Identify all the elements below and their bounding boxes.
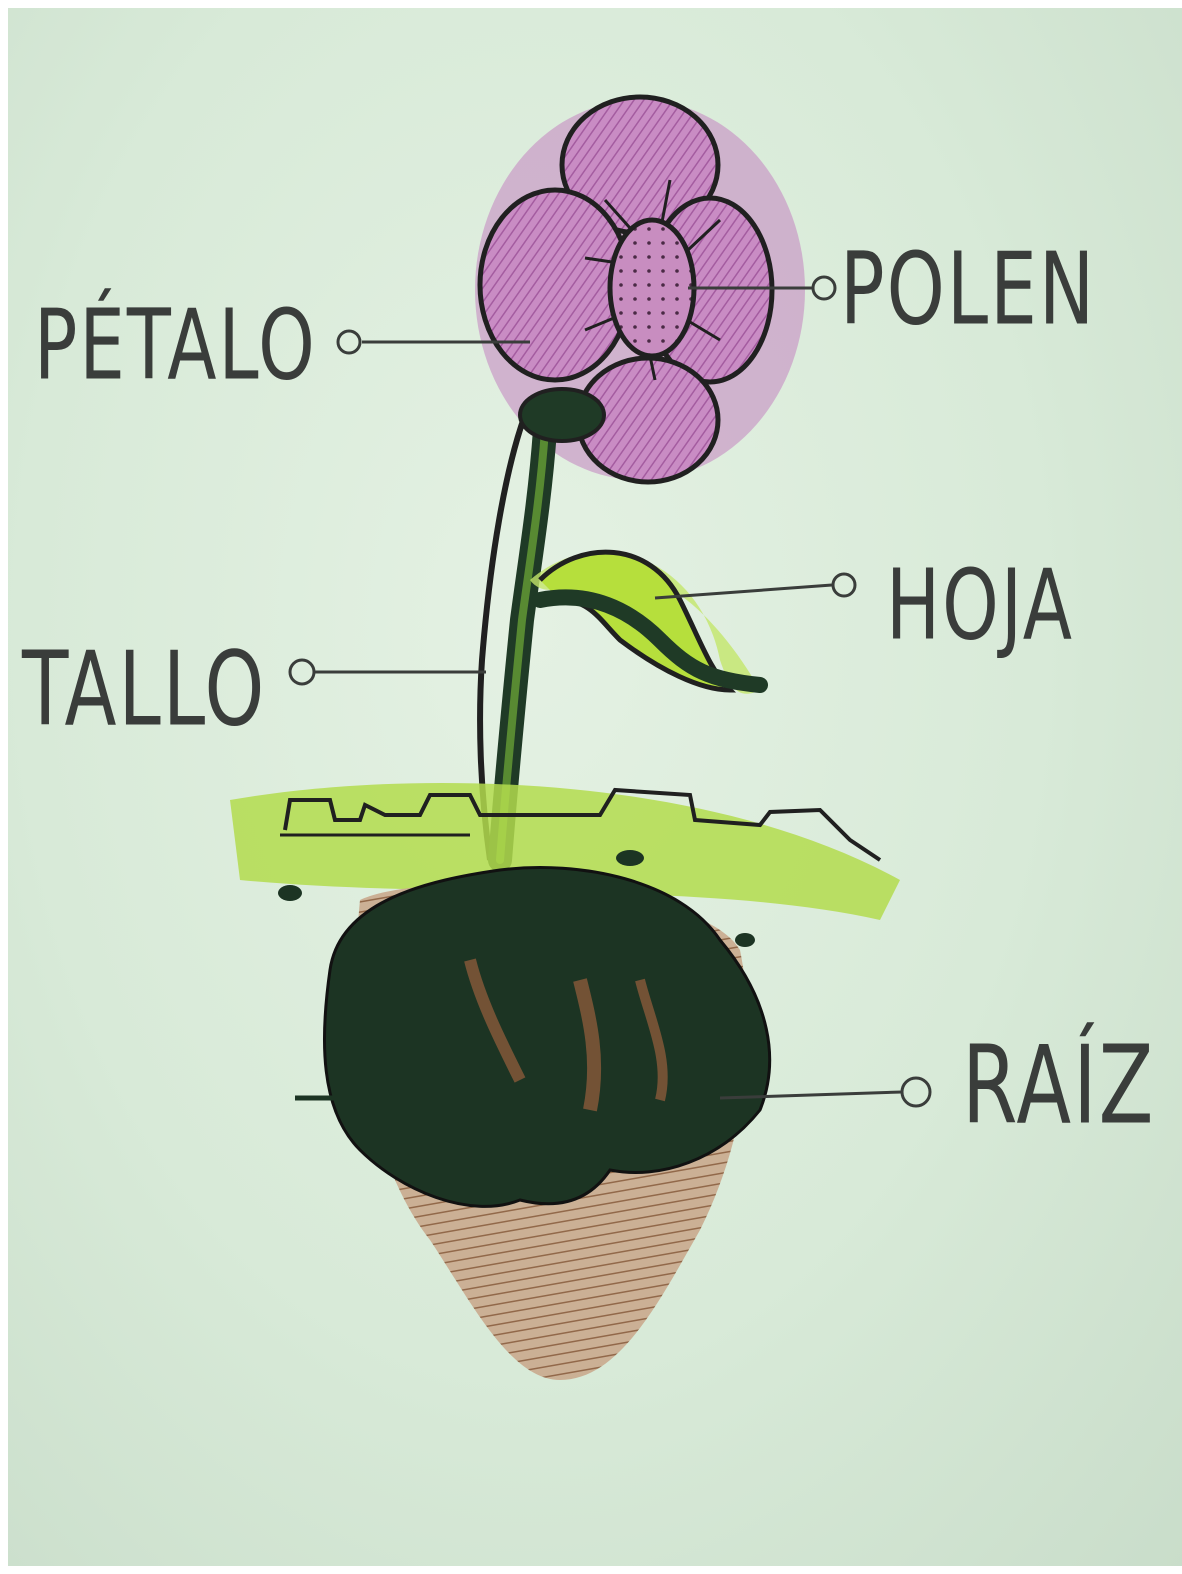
leaf — [530, 552, 760, 694]
label-tallo: TALLO — [22, 638, 266, 741]
label-polen: POLEN — [840, 240, 1096, 340]
label-raiz: RAÍZ — [962, 1032, 1155, 1140]
soil-and-roots — [278, 850, 770, 1380]
label-hoja: HOJA — [886, 556, 1074, 653]
leader-tallo — [290, 660, 486, 684]
label-petalo: PÉTALO — [34, 296, 317, 393]
leader-hoja — [655, 574, 855, 598]
petal-left — [480, 190, 630, 380]
